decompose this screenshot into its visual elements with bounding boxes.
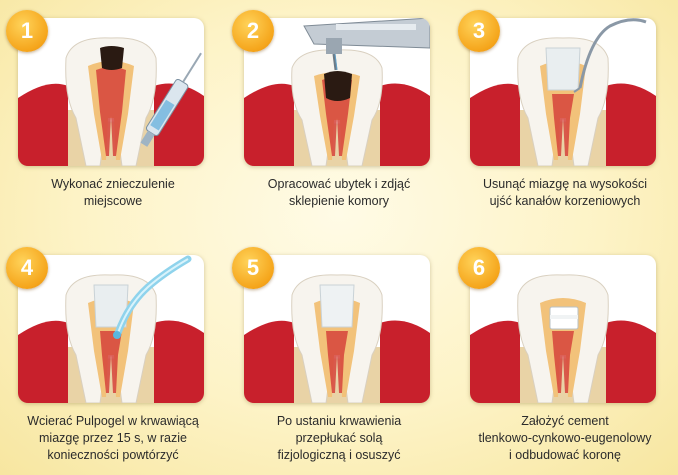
step-number-badge: 1	[6, 10, 48, 52]
caption-line: Opracować ubytek i zdjąć	[230, 176, 448, 193]
caption-line: sklepienie komory	[230, 193, 448, 210]
step-3: 3 Usunąć miazgę na wysokości ujść kanałó…	[452, 0, 678, 237]
step-5: 5 Po ustaniu krwawienia przepłukać solą …	[226, 237, 452, 474]
step-number-badge: 4	[6, 247, 48, 289]
step-illustration	[244, 18, 430, 166]
caption-line: miejscowe	[4, 193, 222, 210]
caption-line: Założyć cement	[456, 413, 674, 430]
tooth-icon	[244, 275, 430, 403]
step-number-badge: 6	[458, 247, 500, 289]
step-caption: Po ustaniu krwawienia przepłukać solą fi…	[230, 413, 448, 464]
caption-line: przepłukać solą	[230, 430, 448, 447]
step-illustration	[18, 18, 204, 166]
step-1: 1 Wykonać znieczulenie miejscowe	[0, 0, 226, 237]
tooth-icon	[18, 275, 204, 403]
step-caption: Opracować ubytek i zdjąć sklepienie komo…	[230, 176, 448, 210]
step-number-badge: 5	[232, 247, 274, 289]
tooth-icon	[470, 38, 656, 166]
step-number-badge: 3	[458, 10, 500, 52]
step-number-badge: 2	[232, 10, 274, 52]
caption-line: Wykonać znieczulenie	[4, 176, 222, 193]
step-2: 2 Opracować ubytek i zdjąć sklepienie	[226, 0, 452, 237]
caption-line: fizjologiczną i osuszyć	[230, 447, 448, 464]
step-caption: Założyć cement tlenkowo-cynkowo-eugenolo…	[456, 413, 674, 464]
caries-lesion	[100, 46, 124, 70]
step-caption: Wcierać Pulpogel w krwawiącą miazgę prze…	[4, 413, 222, 464]
step-4: 4 Wcierać Pulpogel w krwawiącą miazgę pr…	[0, 237, 226, 474]
caption-line: tlenkowo-cynkowo-eugenolowy	[456, 430, 674, 447]
step-illustration	[18, 255, 204, 403]
caption-line: Usunąć miazgę na wysokości	[456, 176, 674, 193]
caption-line: Wcierać Pulpogel w krwawiącą	[4, 413, 222, 430]
caption-line: miazgę przez 15 s, w razie	[4, 430, 222, 447]
caption-line: konieczności powtórzyć	[4, 447, 222, 464]
tooth-icon	[470, 275, 656, 403]
step-illustration	[470, 18, 656, 166]
step-illustration	[244, 255, 430, 403]
step-caption: Usunąć miazgę na wysokości ujść kanałów …	[456, 176, 674, 210]
caption-line: Po ustaniu krwawienia	[230, 413, 448, 430]
step-6: 6 Założyć cement tlenkowo-cynkowo-eugeno…	[452, 237, 678, 474]
caption-line: ujść kanałów korzeniowych	[456, 193, 674, 210]
step-illustration	[470, 255, 656, 403]
step-caption: Wykonać znieczulenie miejscowe	[4, 176, 222, 210]
cement-filling-icon	[550, 307, 578, 329]
caption-line: i odbudować koronę	[456, 447, 674, 464]
